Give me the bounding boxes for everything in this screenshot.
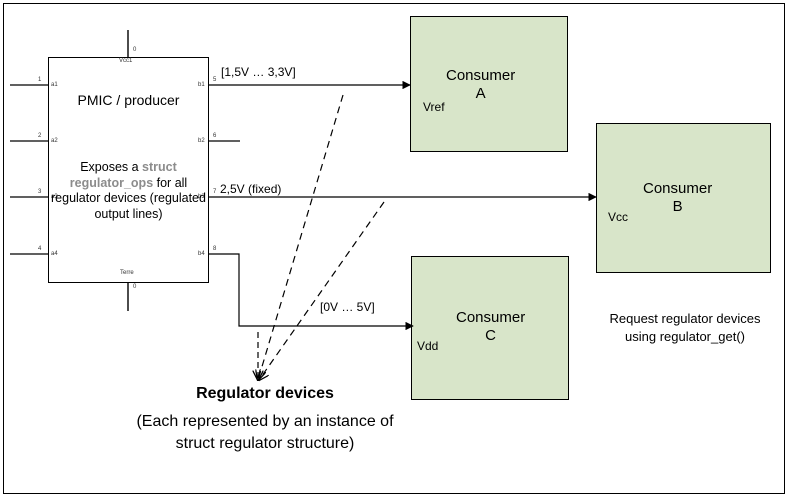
pmic-desc-prefix: Exposes a: [80, 160, 143, 174]
pin-b3-label: b3: [198, 194, 205, 200]
pin-a4-number: 4: [38, 246, 42, 252]
consumer-c-name: Consumer: [456, 309, 526, 326]
pmic-description: Exposes a struct regulator_ops for all r…: [48, 160, 209, 222]
pin-a1-label: a1: [51, 82, 58, 88]
consumer-a-title: Consumer A: [446, 67, 515, 103]
consumer-b-pin-vcc: Vcc: [608, 210, 629, 224]
regulator-pointer-a: [258, 94, 344, 380]
consumer-b-box: [596, 123, 771, 273]
pin-b1-number: 5: [213, 77, 217, 83]
consumer-b-name: Consumer: [643, 180, 713, 197]
pin-a3-number: 3: [38, 189, 42, 195]
consumer-c-box: [411, 256, 569, 400]
pin-b4-number: 8: [213, 246, 217, 252]
consumer-c-pin-vdd: Vdd: [417, 339, 439, 353]
request-regulator-note: Request regulator devices using regulato…: [609, 311, 761, 344]
pin-a2-label: a2: [51, 138, 58, 144]
regulator-devices-title: Regulator devices: [196, 385, 334, 402]
consumer-a-pin-vref: Vref: [423, 100, 445, 114]
pin-terre-number: 0: [133, 284, 137, 290]
consumer-c-title: Consumer C: [456, 309, 525, 345]
pin-b3-number: 7: [213, 189, 217, 195]
pin-b2-label: b2: [198, 138, 205, 144]
consumer-a-box: [410, 16, 568, 152]
regulator-devices-description: (Each represented by an instance of stru…: [136, 413, 394, 452]
regulator-pointer-b: [259, 201, 385, 380]
consumer-a-letter: A: [475, 85, 486, 102]
pin-a4-label: a4: [51, 251, 58, 257]
struct-regulator-ops-text: struct regulator_ops: [69, 160, 177, 190]
consumer-c-letter: C: [485, 327, 497, 344]
pin-vcc1-number: 0: [133, 47, 137, 53]
diagram-frame: [3, 3, 785, 494]
pin-a2-number: 2: [38, 133, 42, 139]
consumer-a-name: Consumer: [446, 67, 516, 84]
rail-a-range-label: [1,5V … 3,3V]: [221, 65, 296, 79]
pmic-desc-suffix: for all regulator devices (regulated out…: [51, 175, 206, 221]
pin-terre-label: Terre: [120, 270, 134, 276]
pmic-title: PMIC / producer: [77, 92, 180, 108]
pin-b2-number: 6: [213, 133, 217, 139]
consumer-b-title: Consumer B: [643, 180, 712, 216]
pin-b1-label: b1: [198, 82, 205, 88]
pin-a3-label: a3: [51, 194, 58, 200]
rail-b-fixed-label: 2,5V (fixed): [220, 182, 282, 196]
pin-b4-label: b4: [198, 251, 205, 257]
consumer-b-letter: B: [672, 198, 683, 215]
rail-c-wire: [209, 253, 414, 331]
rail-c-range-label: [0V … 5V]: [320, 300, 375, 314]
pmic-box: [48, 57, 209, 283]
pin-a1-number: 1: [38, 77, 42, 83]
pin-vcc1-label: Vcc1: [119, 58, 133, 64]
